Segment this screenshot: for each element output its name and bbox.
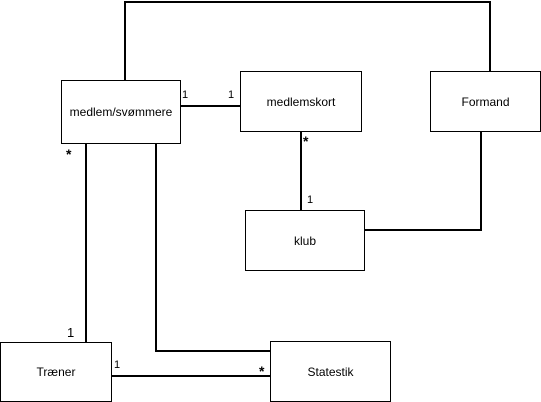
class-trainer[interactable]: Træner — [0, 342, 112, 402]
class-club[interactable]: klub — [245, 210, 365, 271]
mult-card-club-bottom: 1 — [307, 194, 314, 206]
class-card[interactable]: medlemskort — [240, 71, 362, 132]
mult-member-trainer-bottom: 1 — [67, 325, 75, 340]
assoc-member-chairman — [124, 1, 491, 80]
class-member[interactable]: medlem/svømmere — [61, 80, 181, 144]
mult-trainer-stats-left: 1 — [114, 359, 121, 371]
assoc-chairman-club — [365, 131, 482, 231]
assoc-member-stats — [155, 144, 270, 352]
mult-card-club-top: * — [303, 133, 309, 149]
mult-member-trainer-top: * — [66, 146, 72, 162]
mult-member-card-left: 1 — [182, 89, 189, 101]
mult-member-card-right: 1 — [228, 89, 235, 101]
mult-trainer-stats-right: * — [259, 363, 265, 379]
class-chairman[interactable]: Formand — [430, 71, 541, 132]
class-statistics[interactable]: Statestik — [270, 341, 391, 402]
